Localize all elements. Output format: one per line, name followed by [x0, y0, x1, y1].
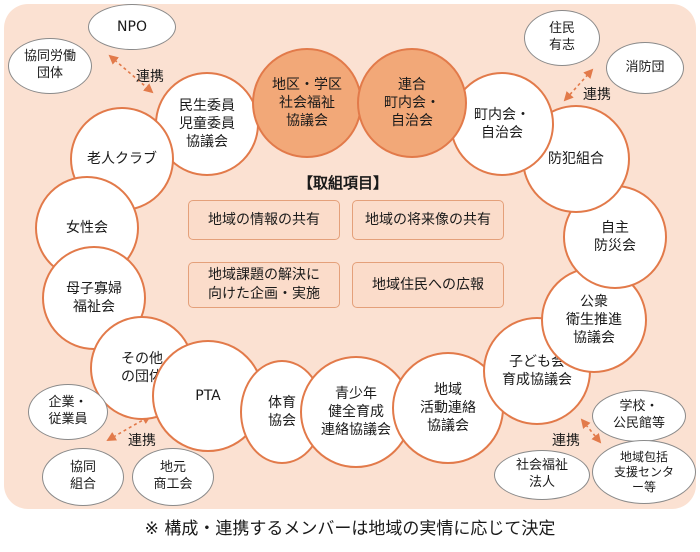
footnote: ※ 構成・連携するメンバーは地域の実情に応じて決定: [144, 519, 556, 539]
partner-kyodo: 協同 組合: [42, 448, 124, 506]
partner-kigyo: 企業・ 従業員: [28, 384, 108, 440]
partner-jumin: 住民 有志: [524, 10, 600, 66]
partner-rodo: 協同労働 団体: [8, 38, 92, 94]
member-chonai: 町内会・ 自治会: [450, 72, 554, 176]
item-vision-sharing: 地域の将来像の共有: [352, 200, 504, 240]
link-label-jumin: 連携: [583, 87, 611, 103]
core-rengo: 連合 町内会・ 自治会: [357, 48, 467, 158]
item-planning: 地域課題の解決に 向けた企画・実施: [188, 262, 340, 308]
partner-npo: NPO: [88, 4, 176, 50]
partner-gakko: 学校・ 公民館等: [592, 390, 686, 442]
partner-shafuku: 社会福祉 法人: [494, 450, 590, 500]
link-label-npo: 連携: [136, 69, 164, 85]
item-info-sharing: 地域の情報の共有: [188, 200, 340, 240]
link-label-kigyo: 連携: [128, 433, 156, 449]
partner-shobo: 消防団: [606, 42, 684, 94]
partner-hokatsu: 地域包括 支援センタ ー等: [592, 440, 696, 504]
link-label-gakko: 連携: [552, 433, 580, 449]
core-shakyo: 地区・学区 社会福祉 協議会: [252, 48, 362, 158]
partner-shoko: 地元 商工会: [132, 448, 214, 506]
item-publicity: 地域住民への広報: [352, 262, 504, 308]
items-title: 【取組項目】: [298, 174, 389, 192]
